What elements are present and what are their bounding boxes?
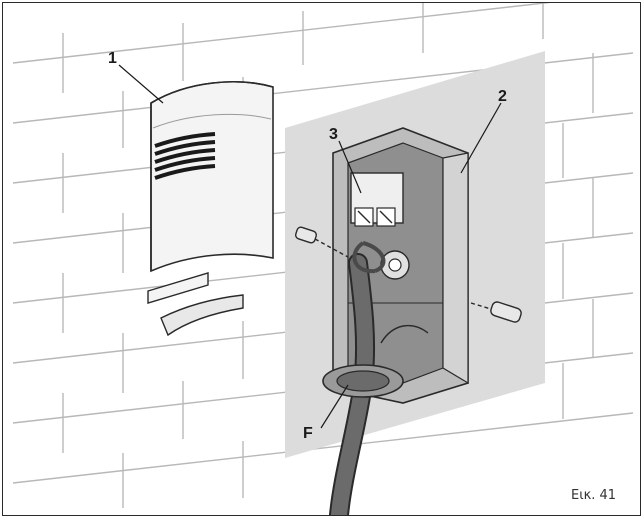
label-cover: 1 <box>108 50 117 67</box>
label-base: 2 <box>498 88 507 105</box>
leader-lines <box>118 64 502 429</box>
installation-diagram: 1 2 3 F Εικ. 41 <box>12 3 634 515</box>
wall-plug-right <box>470 301 522 323</box>
label-terminal: 3 <box>329 126 338 143</box>
screw-left <box>294 226 349 258</box>
figure-caption: Εικ. 41 <box>571 488 616 503</box>
label-grommet: F <box>303 425 313 442</box>
vent-slots <box>154 132 216 180</box>
grommet <box>322 364 404 398</box>
terminal-block <box>350 172 410 280</box>
cover-part <box>147 81 274 337</box>
